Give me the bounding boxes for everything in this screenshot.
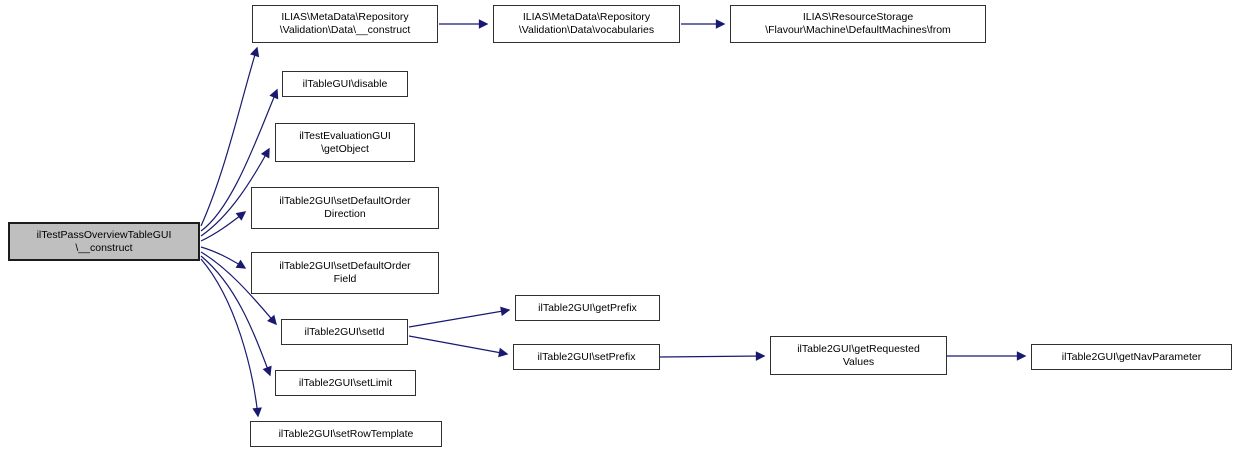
- node-label-line: ilTable2GUI\setPrefix: [537, 350, 636, 363]
- node-label-line: ilTable2GUI\setId: [304, 325, 385, 338]
- node-iltable2gui-getnavparameter[interactable]: ilTable2GUI\getNavParameter: [1031, 344, 1232, 370]
- node-label-line: ilTable2GUI\getNavParameter: [1061, 350, 1202, 363]
- node-iltable2gui-setlimit[interactable]: ilTable2GUI\setLimit: [275, 370, 416, 396]
- node-label-line: Direction: [324, 208, 366, 220]
- node-iltable2gui-setdefaultorderfield[interactable]: ilTable2GUI\setDefaultOrder Field: [251, 252, 439, 294]
- node-label-line: \Validation\Data\__construct: [279, 24, 411, 36]
- node-iltestevaluationgui-getobject[interactable]: ilTestEvaluationGUI \getObject: [275, 123, 415, 162]
- node-iltable2gui-setprefix[interactable]: ilTable2GUI\setPrefix: [513, 344, 660, 370]
- node-ilias-metadata-repository-validation-data-vocabularies[interactable]: ILIAS\MetaData\Repository \Validation\Da…: [493, 5, 680, 43]
- edge-root-to-set-limit: [200, 255, 272, 377]
- edge-root-to-get-object: [200, 147, 270, 237]
- edge-root-to-md-construct: [200, 46, 260, 227]
- node-label-line: ilTableGUI\disable: [302, 77, 388, 90]
- edge-root-to-set-row-template: [200, 258, 262, 418]
- node-label-line: ilTestEvaluationGUI: [299, 129, 391, 142]
- node-label-line: Values: [842, 355, 875, 368]
- node-iltablegui-disable[interactable]: ilTableGUI\disable: [282, 71, 408, 97]
- node-iltable2gui-setrowtemplate[interactable]: ilTable2GUI\setRowTemplate: [250, 421, 442, 447]
- node-label-line: \Flavour\Machine\DefaultMachines\from: [765, 24, 951, 36]
- node-label-line: ILIAS\ResourceStorage: [802, 11, 914, 23]
- node-label-line: ilTable2GUI\setDefaultOrder: [279, 195, 411, 207]
- node-label-line: ilTable2GUI\setRowTemplate: [278, 427, 414, 440]
- node-iltable2gui-setid[interactable]: ilTable2GUI\setId: [281, 319, 408, 345]
- node-iltable2gui-getrequestedvalues[interactable]: ilTable2GUI\getRequested Values: [770, 336, 947, 375]
- node-label-line: Field: [333, 273, 357, 285]
- node-label-line: ilTable2GUI\getRequested: [797, 342, 920, 355]
- edge-root-to-set-default-order-field: [200, 246, 247, 269]
- node-label-line: ILIAS\MetaData\Repository: [522, 11, 651, 23]
- edge-set-prefix-to-get-requested-values: [659, 351, 766, 361]
- node-ilias-resourcestorage-flavour-machine-defaultmachines-from[interactable]: ILIAS\ResourceStorage \Flavour\Machine\D…: [730, 5, 986, 43]
- node-label-line: ilTable2GUI\setLimit: [298, 376, 393, 389]
- node-label-line: ILIAS\MetaData\Repository: [281, 11, 409, 23]
- node-iltable2gui-getprefix[interactable]: ilTable2GUI\getPrefix: [515, 295, 660, 321]
- node-label-line: ilTable2GUI\getPrefix: [538, 301, 637, 314]
- node-label-line: ilTestPassOverviewTableGUI: [36, 228, 172, 241]
- node-iltestpassoverviewtablegui-construct: ilTestPassOverviewTableGUI \__construct: [8, 222, 200, 261]
- edge-set-id-to-set-prefix: [408, 335, 509, 358]
- edge-root-to-set-id: [200, 251, 277, 326]
- node-label-line: \__construct: [75, 241, 133, 254]
- node-label-line: \getObject: [321, 142, 369, 155]
- edge-root-to-disable: [200, 88, 279, 232]
- node-label-line: \Validation\Data\vocabularies: [518, 24, 655, 36]
- node-label-line: ilTable2GUI\setDefaultOrder: [279, 260, 411, 272]
- node-iltable2gui-setdefaultorderdirection[interactable]: ilTable2GUI\setDefaultOrder Direction: [251, 187, 439, 229]
- edge-set-id-to-get-prefix: [408, 306, 511, 328]
- node-ilias-metadata-repository-validation-data-construct[interactable]: ILIAS\MetaData\Repository \Validation\Da…: [252, 5, 438, 43]
- edge-root-to-set-default-order-direction: [200, 211, 247, 242]
